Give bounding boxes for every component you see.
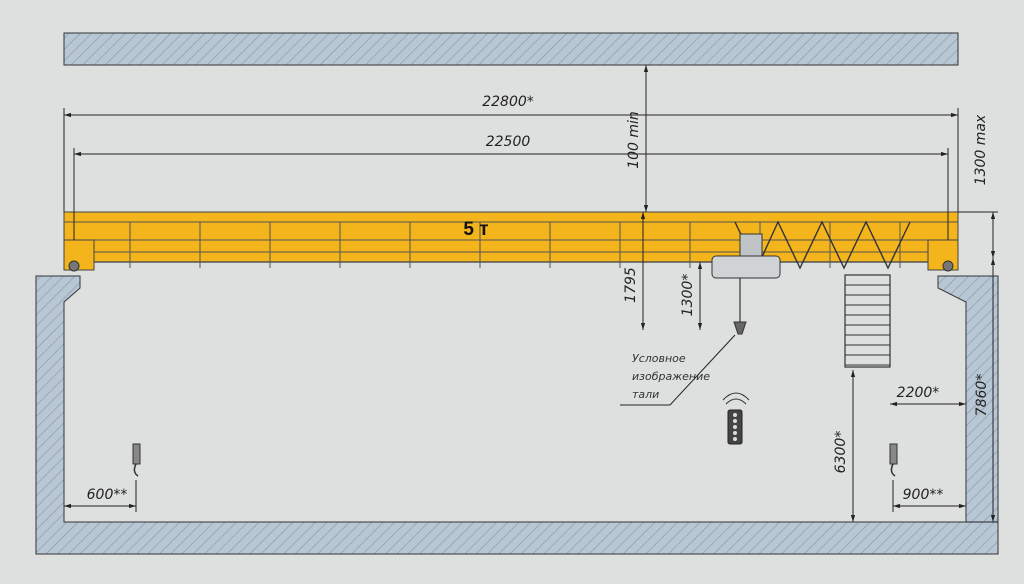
- hoist-height-label: 1300*: [680, 274, 696, 317]
- hoist-note-line-2: изображение: [632, 370, 710, 383]
- crane-girder: [63, 211, 959, 272]
- hook-block-icon: [132, 443, 898, 477]
- building-walls: [35, 275, 999, 555]
- pendant-control-icon: [722, 392, 750, 445]
- dimension-lines: [63, 65, 998, 523]
- pendant-button: [733, 437, 737, 441]
- festoon-cable: [734, 220, 911, 270]
- pendant-button: [733, 413, 737, 417]
- ladder-height-label: 6300*: [833, 431, 849, 474]
- crane-height-label: 1795: [623, 267, 639, 303]
- ladder-icon: [844, 274, 891, 368]
- capacity-label: 5 т: [463, 219, 488, 240]
- ladder-offset-label: 2200*: [897, 385, 940, 401]
- hoist-note-line-1: Условное: [632, 352, 686, 365]
- rail-height-label: 7860*: [974, 374, 990, 417]
- crane-span-label: 22500: [486, 134, 531, 150]
- top-clearance-label: 100 min: [626, 111, 642, 169]
- right-top-label: 1300 max: [973, 114, 989, 185]
- overall-span-label: 22800*: [482, 94, 534, 110]
- hoist-note-line-3: тали: [632, 388, 659, 401]
- ceiling-slab: [63, 32, 959, 66]
- pendant-button: [733, 425, 737, 429]
- pendant-button: [733, 431, 737, 435]
- right-approach-label: 900**: [903, 487, 944, 503]
- electric-hoist-icon: [711, 233, 781, 335]
- left-approach-label: 600**: [87, 487, 128, 503]
- pendant-button: [733, 419, 737, 423]
